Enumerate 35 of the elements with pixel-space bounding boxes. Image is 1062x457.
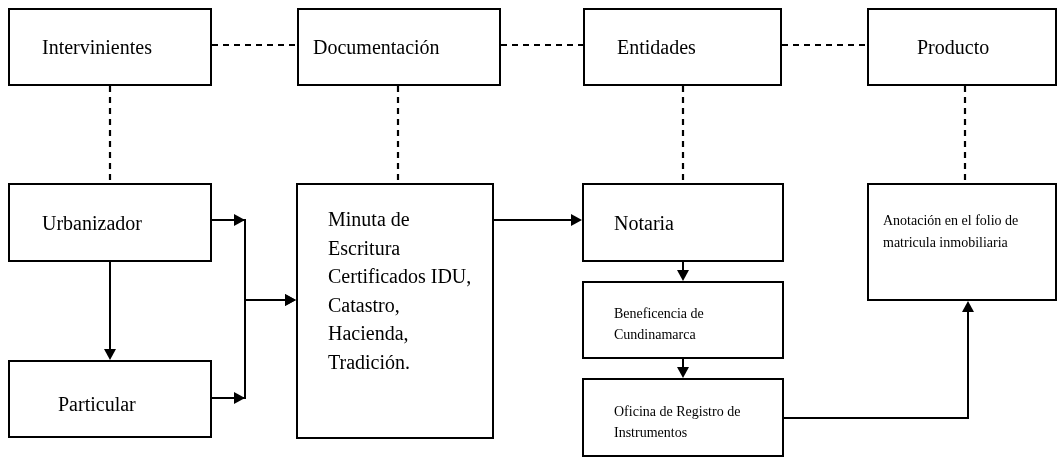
dashed-connector bbox=[108, 86, 112, 183]
box-label: Oficina de Registro de Instrumentos bbox=[614, 402, 742, 442]
process-box bbox=[8, 8, 212, 86]
process-box bbox=[8, 183, 212, 262]
process-box bbox=[8, 360, 212, 438]
arrow bbox=[211, 294, 296, 404]
process-box bbox=[582, 183, 784, 262]
box-label: Documentación bbox=[313, 35, 440, 59]
arrow bbox=[783, 301, 974, 419]
arrow bbox=[677, 358, 689, 378]
arrow bbox=[677, 261, 689, 281]
box-label: Entidades bbox=[617, 35, 696, 59]
dashed-connector bbox=[212, 43, 297, 47]
process-box bbox=[297, 8, 501, 86]
process-box bbox=[296, 183, 494, 439]
box-label: Particular bbox=[58, 392, 136, 416]
arrow bbox=[493, 214, 582, 226]
dashed-connector bbox=[501, 43, 583, 47]
dashed-connector bbox=[396, 86, 400, 183]
box-label: Intervinientes bbox=[42, 35, 152, 59]
process-box bbox=[582, 281, 784, 359]
process-box bbox=[582, 378, 784, 457]
dashed-connector bbox=[782, 43, 867, 47]
dashed-connector bbox=[681, 86, 685, 183]
process-box bbox=[583, 8, 782, 86]
box-label: Notaria bbox=[614, 210, 674, 235]
box-label: Urbanizador bbox=[42, 210, 142, 235]
box-label: Minuta de Escritura Certificados IDU, Catastro, Hacienda, Tradición. bbox=[328, 207, 473, 375]
process-box bbox=[867, 8, 1057, 86]
box-label: Anotación en el folio de matricula inmobiliaria bbox=[883, 211, 1020, 252]
dashed-connector bbox=[963, 86, 967, 183]
box-label: Producto bbox=[917, 35, 990, 59]
process-box bbox=[867, 183, 1057, 301]
arrow bbox=[104, 261, 116, 360]
box-label: Beneficencia de Cundinamarca bbox=[614, 305, 705, 344]
